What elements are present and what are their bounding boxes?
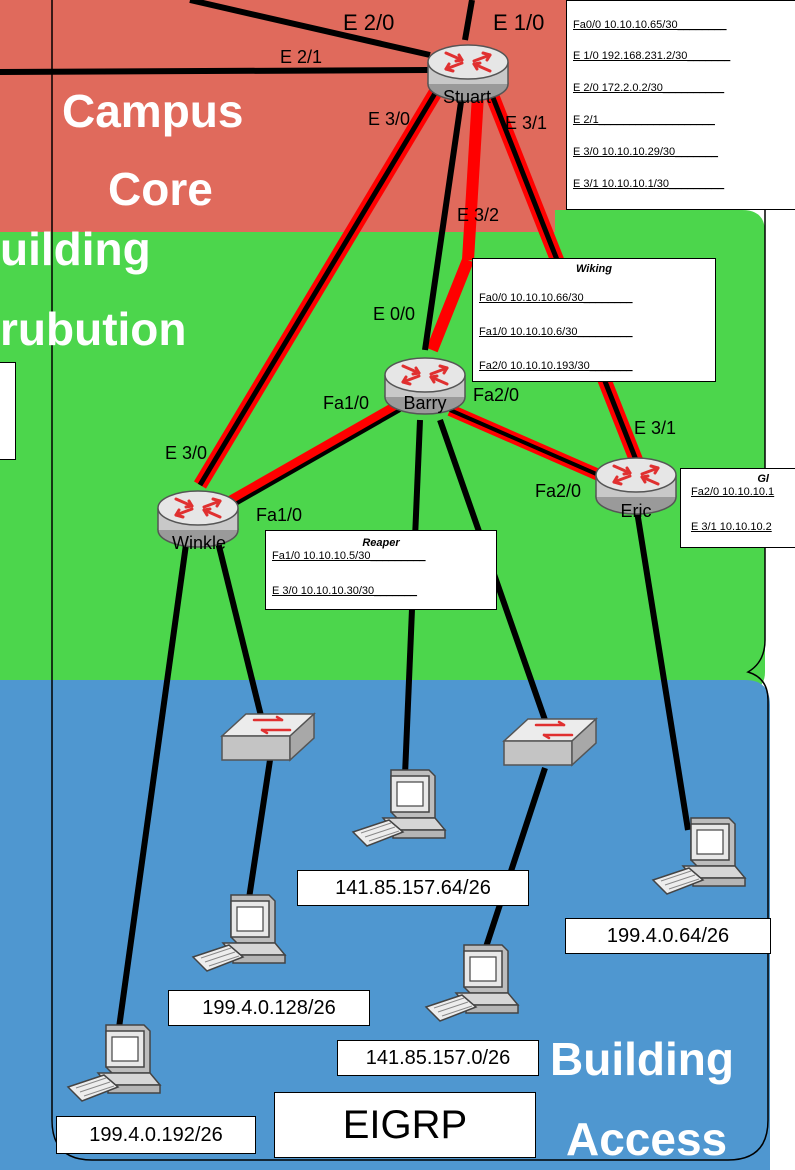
config-line: E 2/1___________________	[573, 114, 715, 126]
link-winkle-switch-left	[212, 529, 265, 721]
if-label-stuart-e32: E 3/2	[457, 205, 500, 225]
if-label-stuart-e21: E 2/1	[280, 47, 323, 67]
if-label-barry-fa20: Fa2/0	[473, 385, 520, 405]
if-label-barry-e00: E 0/0	[373, 304, 416, 324]
subnet-label: 199.4.0.64/26	[565, 918, 771, 954]
subnet-label: 199.4.0.192/26	[56, 1116, 256, 1154]
link-stuart-barry	[422, 94, 465, 351]
access-title-line1: Building	[550, 1033, 734, 1085]
config-line: E 2/0 172.2.0.2/30__________	[573, 82, 725, 94]
if-label-stuart-e30: E 3/0	[368, 109, 411, 129]
protocol-label: EIGRP	[274, 1092, 536, 1158]
router-label-eric: Eric	[620, 501, 652, 521]
if-label-winkle-e30: E 3/0	[165, 443, 208, 463]
config-line: E 3/1 10.10.10.2	[691, 521, 772, 533]
config-title: Gl	[757, 473, 769, 485]
link-winkle-pc-192	[115, 529, 191, 1036]
link-eric-pc-199-64	[633, 504, 691, 831]
link-barry-eric	[449, 408, 611, 482]
config-line: Fa2/0 10.10.10.1	[691, 486, 775, 498]
zone-outline	[51, 0, 769, 1161]
config-box-eric: Gl Fa2/0 10.10.10.1 E 3/1 10.10.10.2	[680, 468, 795, 548]
access-title-line2: Access	[566, 1113, 728, 1165]
core-title-line2: Core	[108, 163, 213, 215]
if-label-eric-fa20: Fa2/0	[535, 481, 582, 501]
config-title: Reaper	[362, 537, 400, 549]
distribution-title-line1: uilding	[0, 223, 151, 275]
if-label-stuart-e31: E 3/1	[505, 113, 548, 133]
config-line: Fa0/0 10.10.10.65/30________	[573, 19, 727, 31]
router-label-stuart: Stuart	[442, 87, 492, 107]
if-label-stuart-e20: E 2/0	[343, 10, 395, 35]
link-stuart-e20	[189, 0, 431, 58]
link-stuart-e10	[462, 0, 475, 41]
subnet-label: 141.85.157.0/26	[337, 1040, 539, 1076]
if-label-stuart-e10: E 1/0	[493, 10, 545, 35]
router-label-barry: Barry	[403, 393, 447, 413]
config-line: Fa1/0 10.10.10.6/30_________	[479, 326, 633, 338]
config-line: E 3/1 10.10.10.1/30_________	[573, 178, 725, 190]
subnet-label: 199.4.0.128/26	[168, 990, 370, 1026]
if-label-eric-e31: E 3/1	[634, 418, 677, 438]
building-access-zone	[0, 680, 770, 1170]
config-line: E 1/0 192.168.231.2/30_______	[573, 50, 731, 62]
legend-box-partial	[0, 362, 16, 460]
config-box-wiking: Wiking Fa0/0 10.10.10.66/30________ Fa1/…	[472, 258, 716, 382]
config-line: Fa2/0 10.10.10.193/30_______	[479, 360, 633, 372]
if-label-barry-fa10: Fa1/0	[323, 393, 370, 413]
if-label-winkle-fa10: Fa1/0	[256, 505, 303, 525]
link-stuart-e21	[0, 67, 429, 75]
config-line: Fa0/0 10.10.10.66/30________	[479, 292, 633, 304]
link-switch-left-pc-128	[245, 759, 273, 906]
link-stuart-winkle	[197, 83, 443, 487]
config-title: Wiking	[576, 263, 612, 275]
router-label-winkle: Winkle	[171, 533, 226, 553]
distribution-title-line2: rubution	[0, 303, 187, 355]
config-line: E 3/0 10.10.10.29/30_______	[573, 146, 718, 158]
link-barry-winkle	[224, 408, 401, 512]
core-title-line1: Campus	[62, 85, 244, 137]
config-line: E 3/0 10.10.10.30/30_______	[272, 585, 417, 597]
subnet-label: 141.85.157.64/26	[297, 870, 529, 906]
config-box-stuart: Fa0/0 10.10.10.65/30________ E 1/0 192.1…	[566, 0, 795, 210]
config-line: Fa1/0 10.10.10.5/30_________	[272, 550, 426, 562]
link-switch-right-pc-141-0	[482, 767, 548, 951]
link-stuart-barry-red	[426, 257, 474, 353]
config-box-reaper: Reaper Fa1/0 10.10.10.5/30_________ E 3/…	[265, 530, 497, 610]
